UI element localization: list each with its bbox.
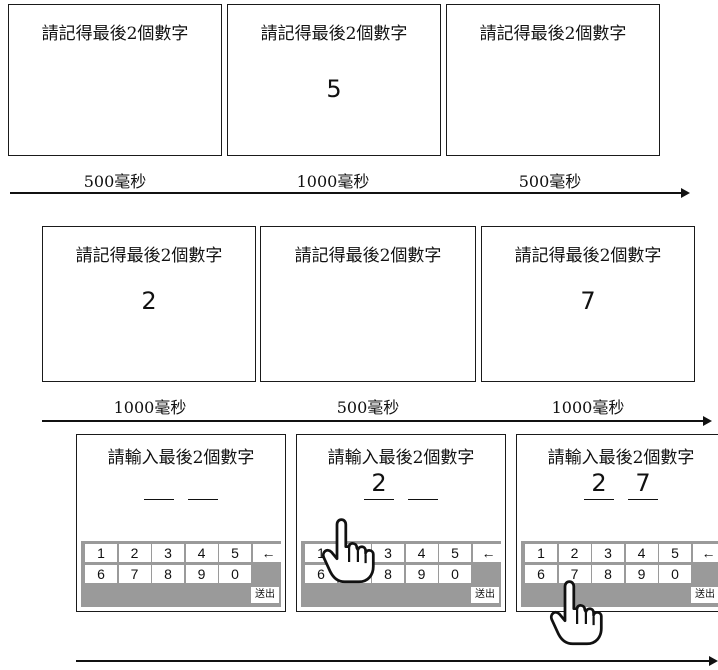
digit-key-0[interactable]: 0	[219, 565, 251, 583]
input-instruction: 請輸入最後2個數字	[107, 448, 255, 468]
answer-slots: 2 7	[517, 465, 718, 505]
duration-label: 1000毫秒	[113, 398, 187, 417]
input-instruction: 請輸入最後2個數字	[327, 448, 475, 468]
answer-slot	[144, 465, 174, 500]
frame-row1-2: 請記得最後2個數字 5	[227, 4, 441, 156]
digit-key-9[interactable]: 9	[405, 565, 438, 583]
digit-key-9[interactable]: 9	[625, 565, 658, 583]
digit-key-5[interactable]: 5	[659, 544, 691, 562]
pointing-hand-icon	[321, 518, 375, 584]
digit-key-4[interactable]: 4	[405, 544, 438, 562]
frame-digit: 7	[580, 287, 596, 315]
digit-key-0[interactable]: 0	[659, 565, 691, 583]
duration-label: 1000毫秒	[551, 398, 625, 417]
duration-label: 500毫秒	[83, 172, 147, 191]
submit-button[interactable]: 送出	[251, 587, 279, 603]
duration-label: 500毫秒	[336, 398, 400, 417]
digit-key-3[interactable]: 3	[152, 544, 184, 562]
digit-key-6[interactable]: 6	[85, 565, 117, 583]
digit-key-3[interactable]: 3	[372, 544, 404, 562]
input-instruction: 請輸入最後2個數字	[547, 448, 695, 468]
digit-key-8[interactable]: 8	[152, 565, 184, 583]
backspace-key[interactable]: ←	[692, 544, 718, 562]
answer-slot	[408, 465, 438, 500]
digit-key-7[interactable]: 7	[558, 565, 591, 583]
duration-label: 1000毫秒	[296, 172, 370, 191]
timeline-arrow	[42, 417, 712, 425]
digit-key-5[interactable]: 5	[219, 544, 251, 562]
frame-row2-1: 請記得最後2個數字 2	[42, 226, 256, 382]
answer-slot: 2	[364, 465, 394, 500]
digit-key-7[interactable]: 7	[118, 565, 151, 583]
digit-key-6[interactable]: 6	[525, 565, 557, 583]
frame-row1-3: 請記得最後2個數字	[446, 4, 660, 156]
frame-instruction: 請記得最後2個數字	[75, 246, 223, 266]
answer-slots	[77, 465, 285, 505]
answer-slot	[188, 465, 218, 500]
frame-row2-2: 請記得最後2個數字	[260, 226, 476, 382]
duration-label: 500毫秒	[518, 172, 582, 191]
frame-instruction: 請記得最後2個數字	[260, 24, 408, 44]
answer-slots: 2	[297, 465, 505, 505]
backspace-key[interactable]: ←	[252, 544, 285, 562]
pointing-hand-icon	[549, 580, 603, 646]
digit-key-5[interactable]: 5	[439, 544, 471, 562]
frame-instruction: 請記得最後2個數字	[514, 246, 662, 266]
frame-instruction: 請記得最後2個數字	[294, 246, 442, 266]
frame-row2-3: 請記得最後2個數字 7	[481, 226, 695, 382]
digit-key-1[interactable]: 1	[525, 544, 557, 562]
timeline-arrow	[76, 657, 718, 665]
frame-row1-1: 請記得最後2個數字	[8, 4, 222, 156]
digit-key-9[interactable]: 9	[185, 565, 218, 583]
frame-instruction: 請記得最後2個數字	[41, 24, 189, 44]
digit-key-0[interactable]: 0	[439, 565, 471, 583]
digit-key-1[interactable]: 1	[85, 544, 117, 562]
digit-key-4[interactable]: 4	[625, 544, 658, 562]
digit-key-8[interactable]: 8	[372, 565, 404, 583]
backspace-key[interactable]: ←	[472, 544, 505, 562]
digit-key-8[interactable]: 8	[592, 565, 624, 583]
digit-key-2[interactable]: 2	[558, 544, 591, 562]
digit-key-3[interactable]: 3	[592, 544, 624, 562]
frame-instruction: 請記得最後2個數字	[479, 24, 627, 44]
submit-button[interactable]: 送出	[691, 587, 718, 603]
frame-digit: 5	[326, 75, 342, 103]
timeline-arrow	[10, 189, 690, 197]
digit-key-2[interactable]: 2	[118, 544, 151, 562]
submit-button[interactable]: 送出	[471, 587, 499, 603]
frame-digit: 2	[141, 287, 157, 315]
answer-slot: 7	[628, 465, 658, 500]
answer-slot: 2	[584, 465, 614, 500]
digit-key-4[interactable]: 4	[185, 544, 218, 562]
